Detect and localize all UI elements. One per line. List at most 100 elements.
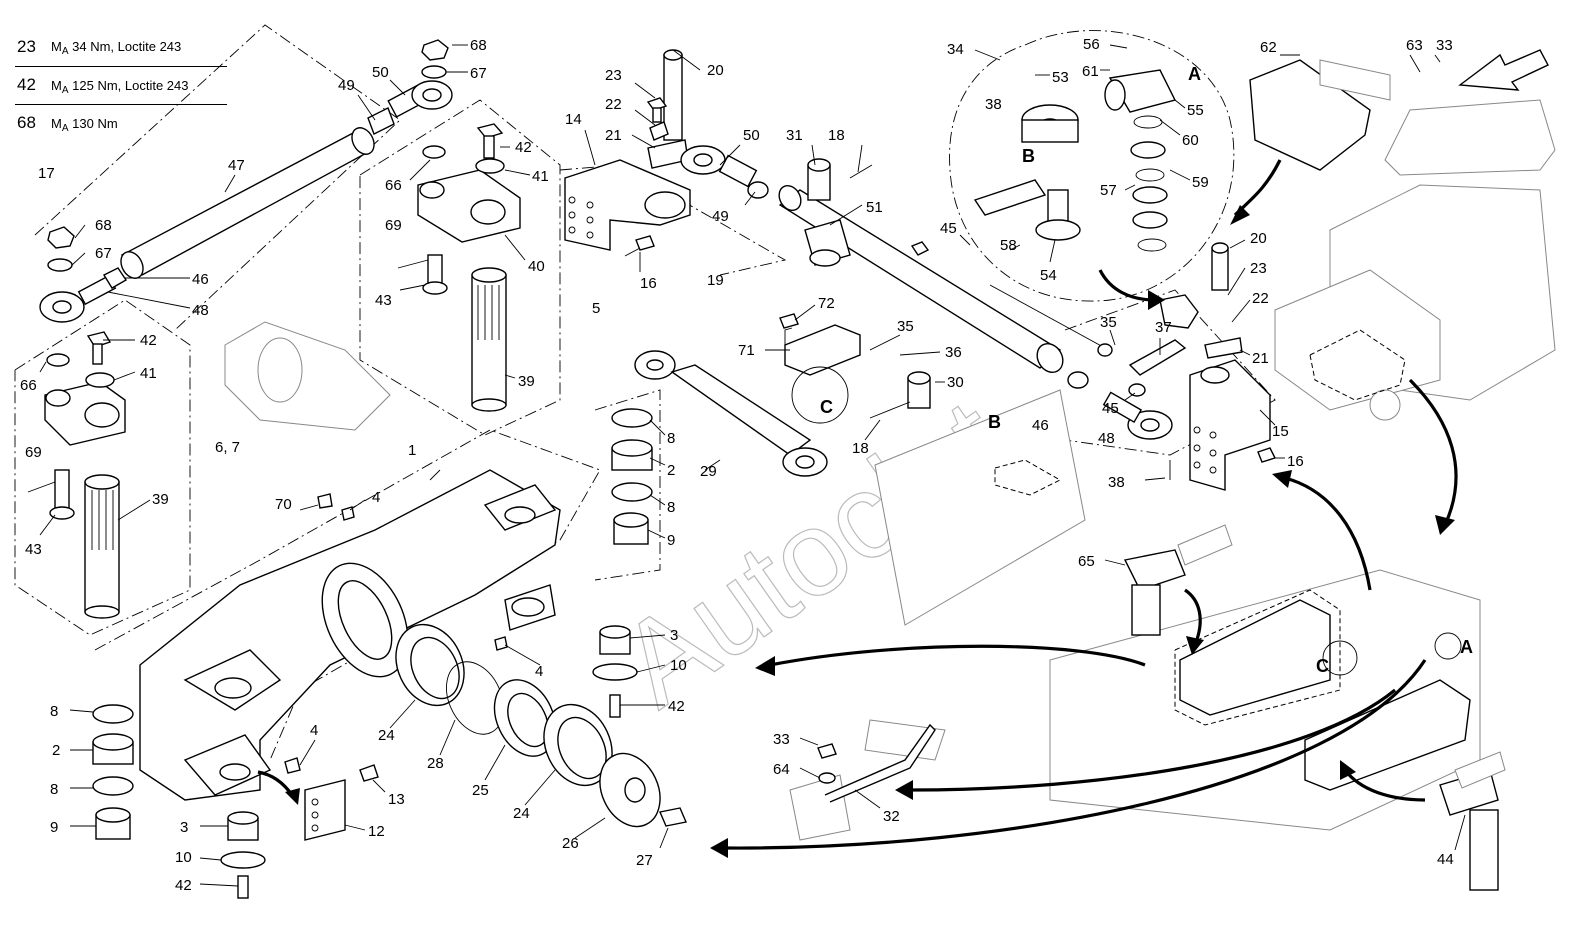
svg-text:36: 36 bbox=[945, 344, 962, 361]
part-28-ring bbox=[446, 661, 504, 735]
arrow-head-1 bbox=[1230, 205, 1250, 225]
part-25-bearing bbox=[493, 679, 557, 757]
svg-text:53: 53 bbox=[1052, 69, 1069, 86]
detail-34-circle bbox=[949, 30, 1235, 302]
svg-text:10: 10 bbox=[175, 849, 192, 866]
part-45-nut-upper bbox=[910, 241, 930, 256]
part-66-washer bbox=[422, 145, 446, 159]
part-39-splined-shaft-lower bbox=[84, 474, 120, 619]
part-55-sensor bbox=[1104, 69, 1177, 113]
svg-text:45: 45 bbox=[940, 220, 957, 237]
bushing-stack-upper bbox=[611, 408, 653, 545]
part-59-bearings bbox=[1130, 115, 1168, 252]
part-14-bracket bbox=[564, 159, 691, 251]
arrow-44-to-chassis bbox=[1343, 769, 1426, 802]
part-48-rod-end-right bbox=[1102, 391, 1173, 440]
svg-text:19: 19 bbox=[707, 272, 724, 289]
svg-text:14: 14 bbox=[565, 111, 582, 128]
svg-text:17: 17 bbox=[38, 165, 55, 182]
arrow-head-7 bbox=[710, 838, 728, 858]
svg-text:18: 18 bbox=[852, 440, 869, 457]
svg-text:1: 1 bbox=[408, 442, 416, 459]
arrow-machine-down bbox=[1408, 378, 1458, 526]
part-69-pin-lower bbox=[27, 481, 56, 493]
svg-text:31: 31 bbox=[786, 127, 803, 144]
torque-part-number: 23 bbox=[17, 36, 36, 56]
arrow-head-10 bbox=[285, 788, 300, 805]
part-46-nut-cyl bbox=[1067, 371, 1089, 389]
part-68-nut bbox=[421, 39, 449, 61]
part-16-bolt bbox=[624, 235, 655, 257]
part-33-bolt-lower bbox=[817, 743, 837, 759]
arrow-65-to-chassis bbox=[1184, 588, 1202, 646]
svg-text:49: 49 bbox=[338, 77, 355, 94]
part-44-lever bbox=[1439, 751, 1506, 891]
svg-text:38: 38 bbox=[985, 96, 1002, 113]
group-29-outline bbox=[594, 389, 661, 581]
arrow-to-bearings bbox=[724, 659, 1427, 850]
svg-text:65: 65 bbox=[1078, 553, 1095, 570]
svg-text:35: 35 bbox=[1100, 314, 1117, 331]
group-5-outline bbox=[359, 99, 561, 436]
cylinder-rod-top bbox=[989, 284, 1106, 349]
svg-text:29: 29 bbox=[700, 463, 717, 480]
torque-row: 68 MA 130 Nm bbox=[15, 104, 227, 142]
part-3-bushing-low bbox=[227, 811, 259, 841]
part-66-washer-lower bbox=[46, 353, 70, 367]
svg-text:16: 16 bbox=[1287, 453, 1304, 470]
svg-text:23: 23 bbox=[605, 67, 622, 84]
callout-labels: 68 67 50 49 47 17 68 67 46 48 42 41 66 6… bbox=[20, 36, 1454, 894]
svg-text:B: B bbox=[988, 412, 1001, 432]
part-46-nut bbox=[103, 267, 127, 289]
part-10-washer-low bbox=[220, 851, 266, 869]
svg-text:2: 2 bbox=[667, 462, 675, 479]
svg-text:22: 22 bbox=[605, 96, 622, 113]
group-15-outline bbox=[1064, 289, 1276, 456]
svg-text:4: 4 bbox=[535, 663, 543, 680]
svg-text:67: 67 bbox=[470, 65, 487, 82]
part-10-washer-mid bbox=[592, 663, 638, 681]
svg-text:3: 3 bbox=[180, 819, 188, 836]
part-62-cover bbox=[1249, 59, 1371, 171]
part-71-mount-plate bbox=[784, 324, 861, 376]
svg-text:8: 8 bbox=[50, 703, 58, 720]
torque-spec-cell: MA 34 Nm, Loctite 243 bbox=[51, 39, 182, 58]
svg-text:56: 56 bbox=[1083, 36, 1100, 53]
arrow-head-3 bbox=[1435, 515, 1455, 535]
part-42-bolt-low bbox=[237, 875, 249, 899]
svg-text:34: 34 bbox=[947, 41, 964, 58]
svg-text:42: 42 bbox=[140, 332, 157, 349]
svg-text:43: 43 bbox=[375, 292, 392, 309]
svg-text:32: 32 bbox=[883, 808, 900, 825]
part-12-block bbox=[304, 779, 346, 841]
part-49-nut-mid bbox=[747, 181, 769, 199]
svg-text:62: 62 bbox=[1260, 39, 1277, 56]
svg-text:33: 33 bbox=[1436, 37, 1453, 54]
part-18-pin-lower bbox=[869, 401, 911, 419]
svg-text:4: 4 bbox=[310, 722, 318, 739]
svg-text:41: 41 bbox=[532, 168, 549, 185]
svg-text:64: 64 bbox=[773, 761, 790, 778]
svg-text:26: 26 bbox=[562, 835, 579, 852]
svg-text:68: 68 bbox=[95, 217, 112, 234]
arrow-head-6 bbox=[895, 780, 913, 800]
part-29-cylinder bbox=[634, 350, 828, 477]
svg-text:69: 69 bbox=[25, 444, 42, 461]
part-40-lever bbox=[417, 169, 521, 243]
part-3-bushing-mid bbox=[599, 625, 631, 655]
arrow-head-8 bbox=[1186, 636, 1204, 655]
part-50-rod-end bbox=[367, 80, 453, 135]
arrow-head-4 bbox=[1272, 470, 1292, 488]
svg-text:4: 4 bbox=[372, 489, 380, 506]
svg-text:48: 48 bbox=[192, 302, 209, 319]
part-37-bracket bbox=[1128, 339, 1187, 376]
detail-b-plate bbox=[874, 389, 1086, 626]
part-26-cap bbox=[599, 752, 661, 828]
svg-text:50: 50 bbox=[743, 127, 760, 144]
group-19-outline bbox=[559, 164, 787, 276]
arrow-to-frame-1 bbox=[769, 644, 1146, 667]
part-65-lever bbox=[1123, 524, 1233, 636]
svg-text:24: 24 bbox=[378, 727, 395, 744]
detail-c-circle bbox=[791, 366, 849, 424]
part-53-housing bbox=[1021, 104, 1079, 143]
